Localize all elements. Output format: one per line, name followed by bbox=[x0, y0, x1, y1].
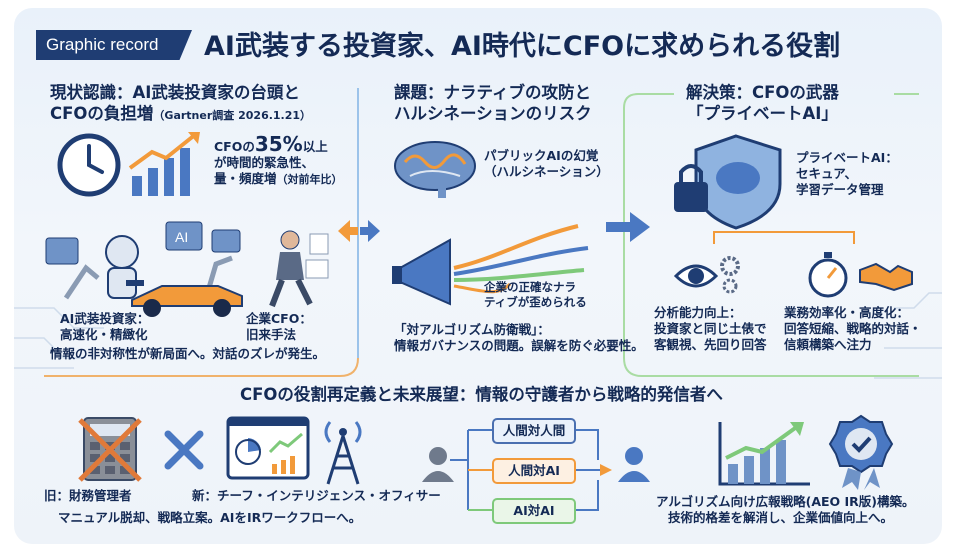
award-badge-icon bbox=[828, 414, 894, 490]
megaphone-icon bbox=[392, 224, 589, 306]
cfo-stat: CFOの35%以上 が時間的緊急性、 量・頻度増（対前年比） bbox=[214, 132, 343, 186]
calculator-icon bbox=[78, 417, 142, 482]
antenna-icon bbox=[324, 421, 362, 485]
bottom-heading: CFOの役割再定義と未来展望：情報の守護者から戦略的発信者へ bbox=[240, 385, 723, 404]
robot-investor-icon: AI bbox=[45, 221, 241, 300]
graphic-record-badge: Graphic record bbox=[36, 30, 192, 60]
infographic-card: Graphic record AI武装する投資家、AI時代にCFOに求められる役… bbox=[14, 8, 942, 544]
person-icon bbox=[422, 447, 454, 482]
flow-item-human-human: 人間対人間 bbox=[492, 418, 576, 444]
flow-item-human-ai: 人間対AI bbox=[492, 458, 576, 484]
lock-shield-icon bbox=[674, 134, 782, 230]
defense-label: 「対アルゴリズム防衛戦」：情報ガバナンスの問題。誤解を防ぐ必要性。 bbox=[394, 322, 644, 353]
section3-heading: 解決策：CFOの武器「プライベートAI」 bbox=[686, 83, 839, 123]
person-icon bbox=[618, 447, 650, 482]
brain-label: パブリックAIの幻覚（ハルシネーション） bbox=[484, 148, 609, 179]
handshake-icon bbox=[859, 262, 913, 292]
section1-heading: 現状認識：AI武装投資家の台頭と CFOの負担増（Gartner調査 2026.… bbox=[50, 83, 312, 123]
brain-icon bbox=[394, 141, 476, 198]
manual-line: マニュアル脱却、戦略立案。AIをIRワークフローへ。 bbox=[58, 510, 362, 525]
flow-item-ai-ai: AI対AI bbox=[492, 498, 576, 524]
dashboard-icon bbox=[226, 416, 310, 480]
section1-summary: 情報の非対称性が新局面へ。対話のズレが発生。 bbox=[50, 346, 326, 361]
eye-gear-icon bbox=[674, 256, 740, 294]
distort-label: 企業の正確なナラティブが歪められる bbox=[484, 280, 587, 309]
bar-chart-growth-icon bbox=[718, 422, 810, 486]
section2-heading: 課題：ナラティブの攻防とハルシネーションのリスク bbox=[394, 83, 592, 123]
new-role-label: 新：チーフ・インテリジェンス・オフィサー bbox=[192, 488, 441, 503]
efficiency-label: 業務効率化・高度化：回答短縮、戦略的対話・信頼構築へ注力 bbox=[784, 305, 922, 352]
branch-lines bbox=[713, 231, 855, 244]
growth-chart-icon bbox=[128, 132, 200, 196]
arrows-exchange-icon bbox=[338, 220, 380, 242]
page-title: AI武装する投資家、AI時代にCFOに求められる役割 bbox=[204, 31, 841, 62]
arrow-right-icon bbox=[606, 212, 650, 242]
analysis-label: 分析能力向上：投資家と同じ土俵で客観視、先回り回答 bbox=[654, 305, 767, 352]
stopwatch-icon bbox=[808, 252, 848, 298]
cfo-label: 企業CFO：旧来手法 bbox=[246, 311, 312, 342]
businessman-icon bbox=[269, 230, 329, 308]
flow-connectors bbox=[450, 429, 612, 511]
clock-icon bbox=[57, 133, 121, 197]
strategy-label: アルゴリズム向け広報戦略(AEO IR版)構築。技術的格差を解消し、企業価値向上… bbox=[656, 494, 915, 525]
investor-label: AI武装投資家：高速化・精緻化 bbox=[60, 311, 150, 342]
old-role-label: 旧：財務管理者 bbox=[44, 488, 132, 503]
race-car-icon bbox=[126, 280, 243, 317]
cross-icon bbox=[164, 430, 204, 470]
private-ai-label: プライベートAI：セキュア、学習データ管理 bbox=[796, 150, 898, 197]
svg-text:AI: AI bbox=[175, 229, 188, 245]
circuit-background bbox=[14, 88, 942, 379]
